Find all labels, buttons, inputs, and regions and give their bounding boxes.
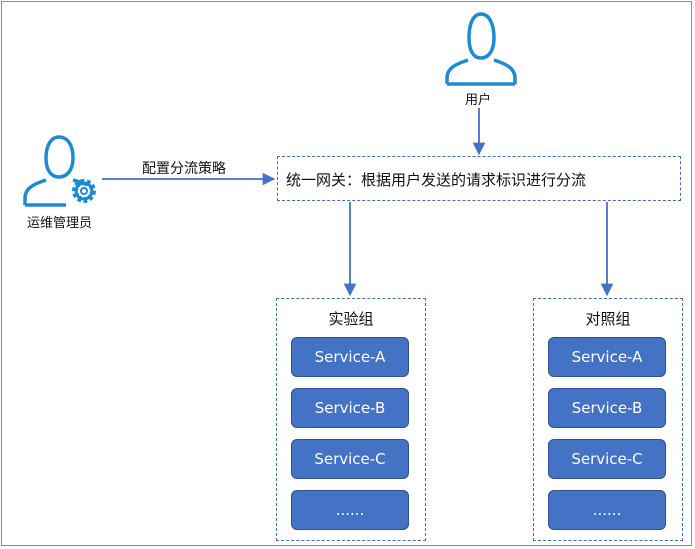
config-policy-label: 配置分流策略 bbox=[142, 161, 226, 177]
gateway-text: 统一网关：根据用户发送的请求标识进行分流 bbox=[286, 171, 587, 189]
experiment-group: 实验组 Service-A Service-B Service-C ...... bbox=[276, 298, 426, 541]
user-label: 用户 bbox=[465, 93, 492, 108]
experiment-service-b: Service-B bbox=[291, 388, 409, 428]
experiment-service-a: Service-A bbox=[291, 337, 409, 377]
experiment-service-more: ...... bbox=[291, 490, 409, 530]
gear-icon bbox=[72, 179, 96, 203]
ops-admin-label: 运维管理员 bbox=[27, 216, 93, 231]
control-service-b: Service-B bbox=[548, 388, 666, 428]
control-group: 对照组 Service-A Service-B Service-C ...... bbox=[533, 298, 683, 541]
control-service-more: ...... bbox=[548, 490, 666, 530]
experiment-group-title: 实验组 bbox=[328, 310, 374, 328]
control-group-title: 对照组 bbox=[585, 310, 631, 328]
control-service-a: Service-A bbox=[548, 337, 666, 377]
experiment-service-c: Service-C bbox=[291, 439, 409, 479]
gateway-box: 统一网关：根据用户发送的请求标识进行分流 bbox=[277, 156, 681, 201]
control-service-c: Service-C bbox=[548, 439, 666, 479]
user-icon bbox=[445, 12, 517, 86]
